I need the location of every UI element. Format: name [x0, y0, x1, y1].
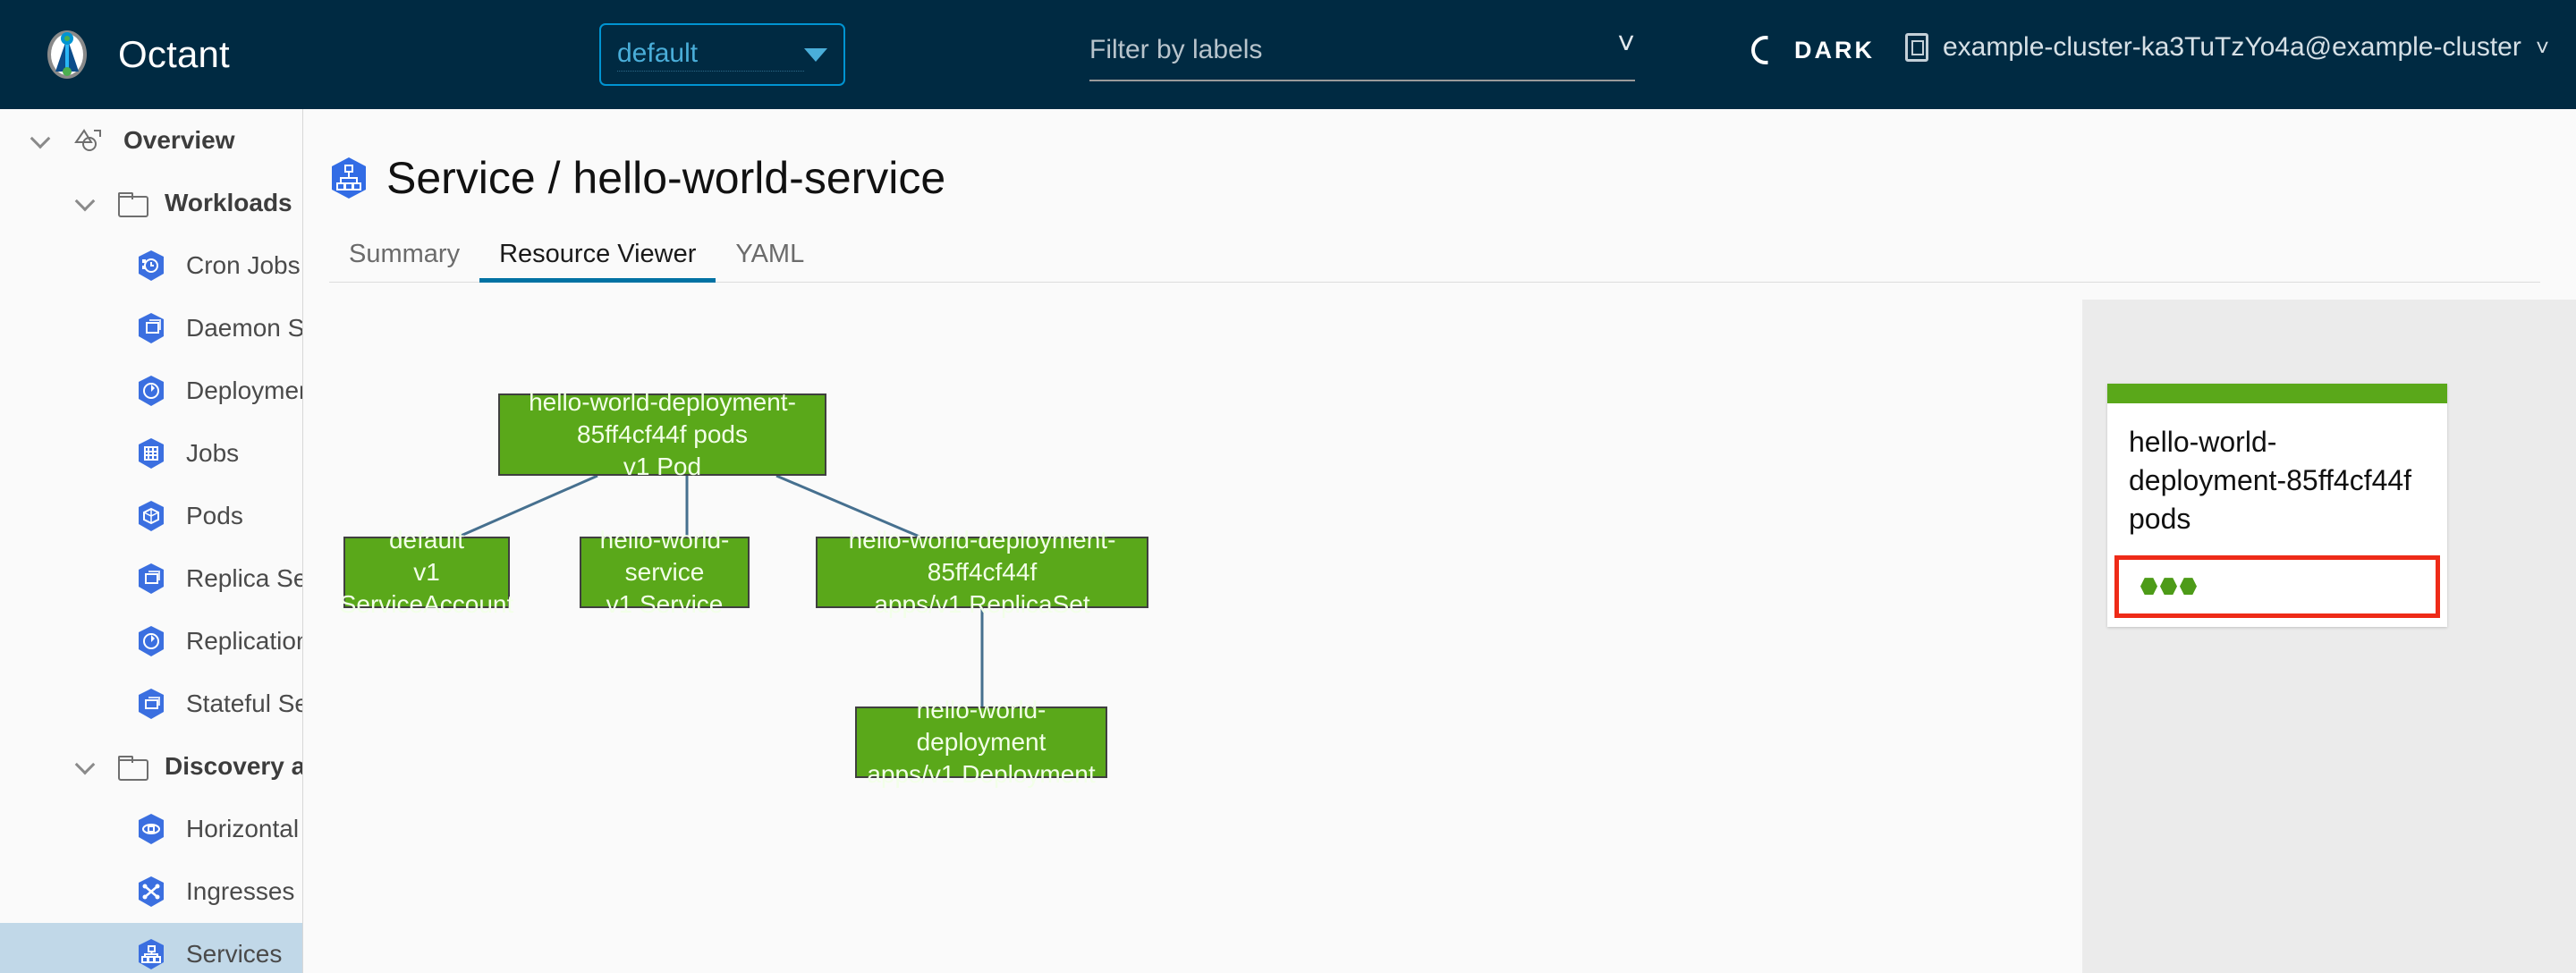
- chevron-down-icon[interactable]: [75, 193, 95, 213]
- tab-yaml[interactable]: YAML: [735, 240, 805, 268]
- node-line1: hello-world-service: [599, 526, 730, 587]
- sidebar-item-label: Replica Sets: [186, 564, 302, 592]
- cluster-name: example-cluster-ka3TuTzYo4a@example-clus…: [1943, 32, 2521, 62]
- sidebar-item-label: Ingresses: [186, 877, 295, 905]
- pod-status-card[interactable]: hello-world-deployment-85ff4cf44f pods: [2107, 384, 2447, 627]
- k8s-daemonset-icon: [136, 312, 166, 344]
- cluster-picker[interactable]: example-cluster-ka3TuTzYo4a@example-clus…: [1905, 32, 2549, 63]
- caret-down-icon: [804, 47, 827, 62]
- sidebar-item-label: Stateful Sets: [186, 690, 302, 717]
- sidebar-item-cron-jobs[interactable]: Cron Jobs: [0, 234, 302, 297]
- k8s-ingress-icon: [136, 876, 166, 908]
- sidebar-item-stateful-sets[interactable]: Stateful Sets: [0, 673, 302, 735]
- tab-resource-viewer[interactable]: Resource Viewer: [479, 240, 716, 283]
- resource-graph: hello-world-deployment-85ff4cf44f pods v…: [329, 377, 2006, 973]
- brand-name: Octant: [118, 33, 230, 75]
- card-accent-bar: [2107, 384, 2447, 403]
- pod-status-row[interactable]: [2114, 554, 2440, 618]
- sidebar-item-discovery-and-load-balancing[interactable]: Discovery and Load Balancing: [0, 735, 302, 798]
- k8s-hpa-icon: [136, 813, 166, 845]
- page-title: Service / hello-world-service: [386, 153, 946, 203]
- k8s-replicationcontroller-icon: [136, 625, 166, 657]
- node-line2: apps/v1 ReplicaSet: [874, 589, 1090, 618]
- sidebar-item-label: Workloads: [165, 189, 292, 216]
- label-filter-input[interactable]: Filter by labels ˅: [1089, 27, 1635, 81]
- node-line1: hello-world-deployment: [916, 696, 1046, 757]
- node-line2: v1 ServiceAccount: [339, 558, 514, 618]
- node-line2: apps/v1 Deployment: [867, 759, 1096, 788]
- k8s-service-icon: [136, 938, 166, 970]
- sidebar-item-workloads[interactable]: Workloads: [0, 172, 302, 234]
- graph-node-replicaset[interactable]: hello-world-deployment-85ff4cf44f apps/v…: [816, 526, 1148, 618]
- graph-edges: [458, 474, 984, 706]
- sidebar-item-pods[interactable]: Pods: [0, 485, 302, 547]
- sidebar-item-label: Deployments: [186, 377, 302, 404]
- tab-summary[interactable]: Summary: [349, 240, 461, 268]
- k8s-pod-icon: [136, 500, 166, 532]
- theme-toggle[interactable]: DARK: [1751, 36, 1875, 64]
- sidebar-item-label: Jobs: [186, 439, 240, 467]
- card-title: hello-world-deployment-85ff4cf44f pods: [2129, 426, 2412, 536]
- sidebar-item-label: Pods: [186, 502, 243, 529]
- brand[interactable]: Octant: [39, 27, 230, 82]
- sidebar-item-daemon-sets[interactable]: Daemon Sets: [0, 297, 302, 360]
- k8s-replicaset-icon: [136, 563, 166, 595]
- page-title-row: Service / hello-world-service: [329, 152, 2576, 204]
- sidebar-item-label: Discovery and Load Balancing: [165, 752, 302, 780]
- k8s-statefulset-icon: [136, 688, 166, 720]
- node-line1: default: [388, 526, 465, 554]
- chevron-down-icon[interactable]: [30, 131, 50, 150]
- k8s-cronjob-icon: [136, 250, 166, 282]
- folder-icon: [118, 192, 148, 217]
- folder-icon: [118, 756, 148, 781]
- graph-node-service[interactable]: hello-world-service v1 Service: [580, 526, 750, 618]
- theme-toggle-label: DARK: [1794, 36, 1875, 63]
- node-line1: hello-world-deployment-85ff4cf44f: [848, 526, 1116, 587]
- pod-status-dot-icon: [2140, 578, 2157, 596]
- node-line2: v1 Service: [606, 589, 724, 618]
- sidebar-item-label: Horizontal Pod Autoscalers: [186, 815, 302, 842]
- sidebar-item-label: Overview: [123, 126, 235, 154]
- pod-status-dot-icon: [2160, 578, 2177, 596]
- k8s-deployment-icon: [136, 375, 166, 407]
- sidebar-item-label: Daemon Sets: [186, 314, 303, 342]
- node-line1: hello-world-deployment-85ff4cf44f pods: [529, 388, 796, 449]
- pod-status-dot-icon: [2180, 578, 2197, 596]
- graph-node-pod[interactable]: hello-world-deployment-85ff4cf44f pods v…: [498, 388, 826, 480]
- sidebar-item-replication-controllers[interactable]: Replication Controllers: [0, 610, 302, 673]
- app-header: Octant default Filter by labels ˅ DARK e…: [0, 0, 2576, 109]
- node-line2: v1 Pod: [623, 452, 702, 480]
- cluster-icon: [1905, 33, 1928, 62]
- sidebar-item-label: Cron Jobs: [186, 251, 301, 279]
- sidebar-item-deployments[interactable]: Deployments: [0, 360, 302, 422]
- chevron-down-icon[interactable]: [75, 757, 95, 776]
- sidebar-item-services[interactable]: Services: [0, 923, 302, 973]
- label-filter-placeholder: Filter by labels: [1089, 35, 1263, 64]
- namespace-select-value: default: [617, 38, 804, 72]
- sidebar-item-jobs[interactable]: Jobs: [0, 422, 302, 485]
- k8s-service-icon: [329, 157, 369, 199]
- graph-node-deployment[interactable]: hello-world-deployment apps/v1 Deploymen…: [855, 696, 1107, 788]
- chevron-down-icon[interactable]: ˅: [1617, 27, 1635, 61]
- detail-side-panel: hello-world-deployment-85ff4cf44f pods: [2082, 300, 2576, 973]
- namespace-select[interactable]: default: [599, 23, 845, 86]
- chevron-down-icon: ˅: [2535, 33, 2550, 61]
- sidebar-item-replica-sets[interactable]: Replica Sets: [0, 547, 302, 610]
- overview-icon: [73, 128, 104, 153]
- sidebar-item-label: Replication Controllers: [186, 627, 303, 655]
- graph-node-serviceaccount[interactable]: default v1 ServiceAccount: [340, 526, 514, 618]
- tab-bar: Summary Resource Viewer YAML: [329, 233, 2540, 283]
- k8s-job-icon: [136, 437, 166, 470]
- sidebar-item-label: Services: [186, 940, 283, 968]
- sidebar-item-horizontal-pod-autoscalers[interactable]: Horizontal Pod Autoscalers: [0, 798, 302, 860]
- sidebar-item-ingresses[interactable]: Ingresses: [0, 860, 302, 923]
- sidebar-item-overview[interactable]: Overview: [0, 109, 302, 172]
- moon-icon: [1751, 36, 1780, 64]
- octant-logo-icon: [39, 27, 95, 82]
